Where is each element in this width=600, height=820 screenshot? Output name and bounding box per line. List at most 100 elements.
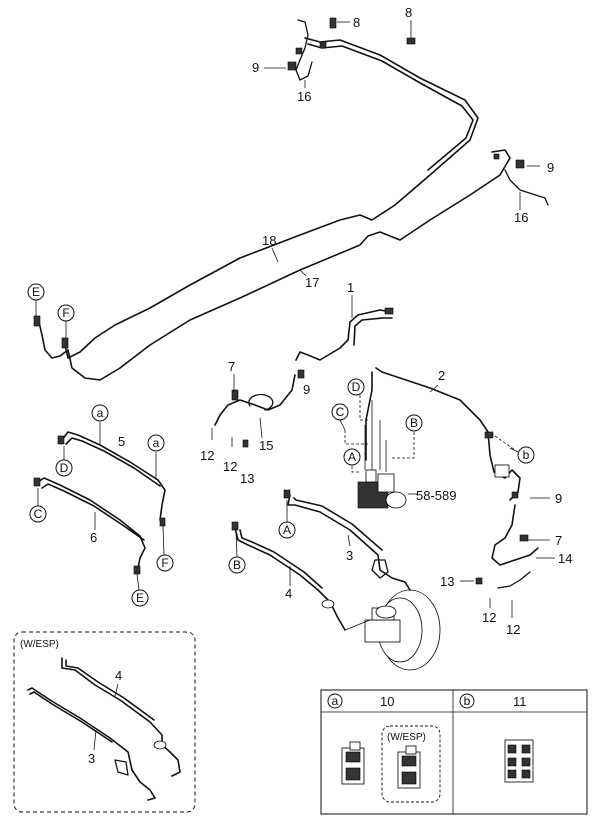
esp-label-4: 4: [115, 668, 122, 683]
bleed-screw-icon: [406, 37, 416, 45]
fitting-icon: [384, 307, 394, 315]
right-fitting-assembly: [493, 153, 549, 210]
top-left-fitting-assembly: [287, 17, 416, 81]
circle-A-abs: A: [343, 448, 361, 466]
bolt-icon: [475, 577, 483, 585]
brake-line-17: [37, 149, 511, 381]
svg-text:C: C: [336, 405, 345, 419]
clip-11-icon: [504, 739, 534, 783]
svg-text:A: A: [348, 450, 356, 464]
svg-text:a: a: [332, 694, 339, 708]
circle-a-5: a: [91, 404, 109, 422]
label-2: 2: [438, 368, 445, 383]
fitting-icon: [493, 153, 500, 160]
fitting-icon: [159, 517, 166, 527]
label-3: 3: [346, 548, 353, 563]
label-17: 17: [305, 275, 319, 290]
label-9a: 9: [252, 60, 259, 75]
clip-icon: [297, 369, 305, 379]
circle-C-6: C: [29, 488, 47, 523]
circle-B-4: B: [228, 529, 246, 574]
circle-E-top: E: [27, 283, 45, 316]
legend-key-b: b: [459, 693, 475, 709]
svg-text:b: b: [464, 694, 471, 708]
circle-E-6: E: [131, 573, 149, 607]
fitting-icon: [133, 565, 141, 575]
label-7b: 7: [555, 533, 562, 548]
bolt-icon: [242, 439, 249, 448]
part-number-labels: 8 8 9 16 9 16 18 17 1 2 7 9 15 12 12 13 …: [90, 5, 572, 637]
svg-text:F: F: [161, 556, 168, 570]
label-8b: 8: [405, 5, 412, 20]
brake-line-1: [295, 295, 394, 361]
svg-text:a: a: [153, 436, 160, 450]
fitting-icon: [33, 477, 41, 487]
label-14: 14: [558, 551, 572, 566]
circled-letters: E F a a D C F: [27, 283, 535, 607]
svg-text:B: B: [410, 416, 418, 430]
grommet-icon: [494, 464, 510, 478]
left-pipe-ends: [33, 315, 69, 349]
label-13a: 13: [240, 471, 254, 486]
label-1: 1: [347, 280, 354, 295]
esp-clip-box: [381, 725, 441, 803]
bleed-screw-icon: [329, 17, 337, 29]
fitting-icon: [61, 337, 69, 349]
clip-icon: [515, 159, 525, 169]
svg-text:F: F: [62, 306, 69, 320]
label-6: 6: [90, 530, 97, 545]
label-12d: 12: [506, 622, 520, 637]
label-9d: 9: [555, 491, 562, 506]
brake-line-18: [64, 37, 479, 359]
circle-F-top: F: [57, 304, 75, 338]
master-cylinder: [364, 589, 441, 671]
esp-label-3: 3: [88, 751, 95, 766]
abs-modulator: [344, 395, 418, 509]
brake-line-3: [283, 489, 411, 591]
circle-b-2: b: [509, 446, 535, 464]
svg-text:E: E: [136, 591, 144, 605]
label-8a: 8: [353, 15, 360, 30]
fitting-icon: [295, 47, 303, 55]
parts-legend-table: a 10 b 11 (W/ESP): [320, 689, 588, 815]
clip-icon: [287, 61, 297, 71]
svg-text:b: b: [523, 448, 530, 462]
label-15: 15: [259, 438, 273, 453]
esp-inset-title: (W/ESP): [20, 639, 59, 650]
brake-line-5: [57, 422, 166, 527]
clip-10-esp-icon: [397, 745, 421, 789]
svg-text:D: D: [60, 461, 69, 475]
legend-num-10: 10: [380, 694, 394, 709]
label-5: 5: [118, 434, 125, 449]
svg-text:D: D: [352, 380, 361, 394]
circle-F-5: F: [156, 525, 174, 572]
esp-brake-line-4: [61, 657, 181, 777]
ref-58-589: 58-589: [416, 488, 456, 503]
label-7a: 7: [228, 359, 235, 374]
bracket-icon: [231, 389, 239, 401]
svg-text:a: a: [97, 406, 104, 420]
legend-esp-label: (W/ESP): [387, 732, 426, 743]
svg-text:C: C: [34, 507, 43, 521]
circle-D-abs: D: [347, 378, 365, 396]
clip-icon: [484, 431, 494, 439]
label-13b: 13: [440, 574, 454, 589]
brake-line-2: [365, 367, 521, 501]
label-12c: 12: [482, 610, 496, 625]
legend-num-11: 11: [513, 694, 527, 709]
esp-inset: (W/ESP) 4 3: [13, 631, 196, 813]
fitting-icon: [231, 521, 239, 531]
circle-a-5b: a: [147, 434, 165, 452]
circle-D-5: D: [55, 446, 73, 477]
label-12b: 12: [223, 459, 237, 474]
label-12a: 12: [200, 448, 214, 463]
fitting-icon: [319, 41, 327, 49]
svg-text:E: E: [32, 285, 40, 299]
brake-line-4: [231, 521, 371, 631]
svg-text:B: B: [233, 558, 241, 572]
label-18: 18: [262, 233, 276, 248]
brake-line-6: [33, 477, 146, 575]
clip-10-icon: [341, 741, 365, 785]
label-9c: 9: [303, 382, 310, 397]
